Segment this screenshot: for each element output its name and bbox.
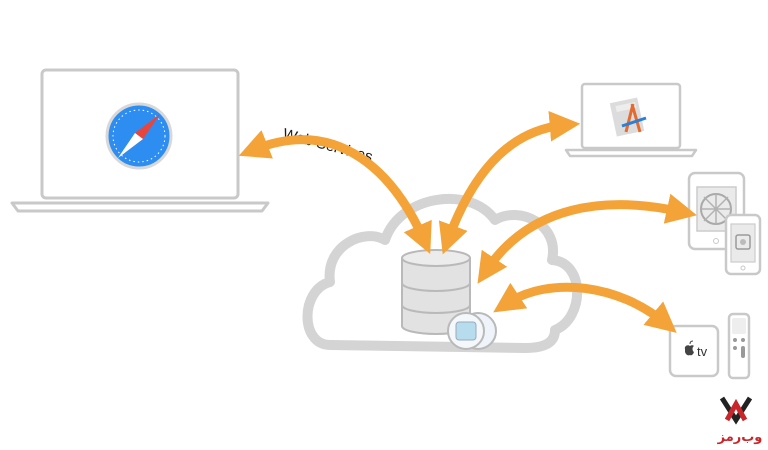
iphone-device [724, 213, 762, 276]
arrow-ipad-db [477, 193, 697, 284]
brand-text: وب‌رمز [717, 430, 763, 445]
arrow-laptop-db [238, 130, 432, 254]
arrow-appletv-db [493, 282, 677, 333]
apple-tv-icon: tv [668, 324, 720, 378]
xcode-icon [609, 97, 647, 137]
apple-tv-label: tv [697, 344, 708, 359]
apple-tv-remote [727, 312, 751, 380]
safari-icon [105, 102, 173, 170]
arrow-macbook-db [438, 111, 581, 255]
arrows [238, 111, 697, 333]
brand-logo: وب‌رمز [717, 396, 763, 445]
cloudkit-icon [447, 312, 497, 350]
